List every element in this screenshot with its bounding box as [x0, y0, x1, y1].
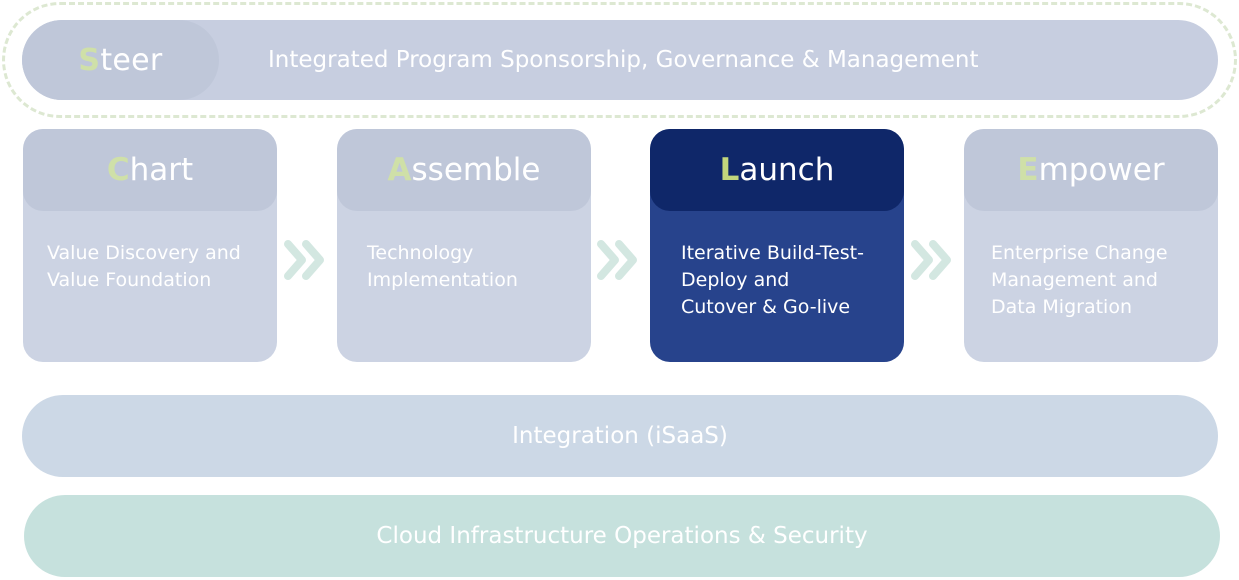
steer-outline [2, 2, 1237, 118]
phase-title-rest: ssemble [411, 152, 541, 188]
phase-description: Iterative Build-Test- Deploy and Cutover… [681, 240, 890, 321]
phase-title-rest: aunch [739, 152, 835, 188]
steer-band [22, 20, 1218, 100]
phase-desc-line: Cutover & Go-live [681, 296, 851, 318]
steer-description: Integrated Program Sponsorship, Governan… [268, 47, 979, 73]
phase-desc-line: Implementation [367, 269, 518, 291]
phase-desc-line: Data Migration [991, 296, 1132, 318]
steer-title-rest: teer [100, 42, 163, 78]
phase-initial: L [719, 152, 740, 188]
steer-pill [22, 20, 219, 100]
phase-desc-line: Iterative Build-Test- [681, 242, 864, 264]
cloud-infrastructure-band: Cloud Infrastructure Operations & Securi… [24, 495, 1220, 577]
phase-initial: C [106, 152, 130, 188]
chevron-right-double-icon [597, 240, 637, 280]
phase-desc-line: Value Discovery and [47, 242, 241, 264]
phase-desc-line: Management and [991, 269, 1158, 291]
chevron-right-double-icon [911, 240, 951, 280]
phase-desc-line: Technology [367, 242, 474, 264]
phase-description: Technology Implementation [367, 240, 577, 294]
phase-description: Enterprise Change Management and Data Mi… [991, 240, 1204, 321]
phase-title-rest: mpower [1038, 152, 1165, 188]
integration-band: Integration (iSaaS) [22, 395, 1218, 477]
phase-initial: E [1017, 152, 1039, 188]
phase-initial: A [387, 152, 412, 188]
phase-description: Value Discovery and Value Foundation [47, 240, 263, 294]
phase-desc-line: Value Foundation [47, 269, 212, 291]
steer-initial: S [78, 42, 101, 78]
phase-desc-line: Deploy and [681, 269, 790, 291]
chevron-right-double-icon [284, 240, 324, 280]
phase-title-rest: hart [129, 152, 194, 188]
phase-desc-line: Enterprise Change [991, 242, 1168, 264]
